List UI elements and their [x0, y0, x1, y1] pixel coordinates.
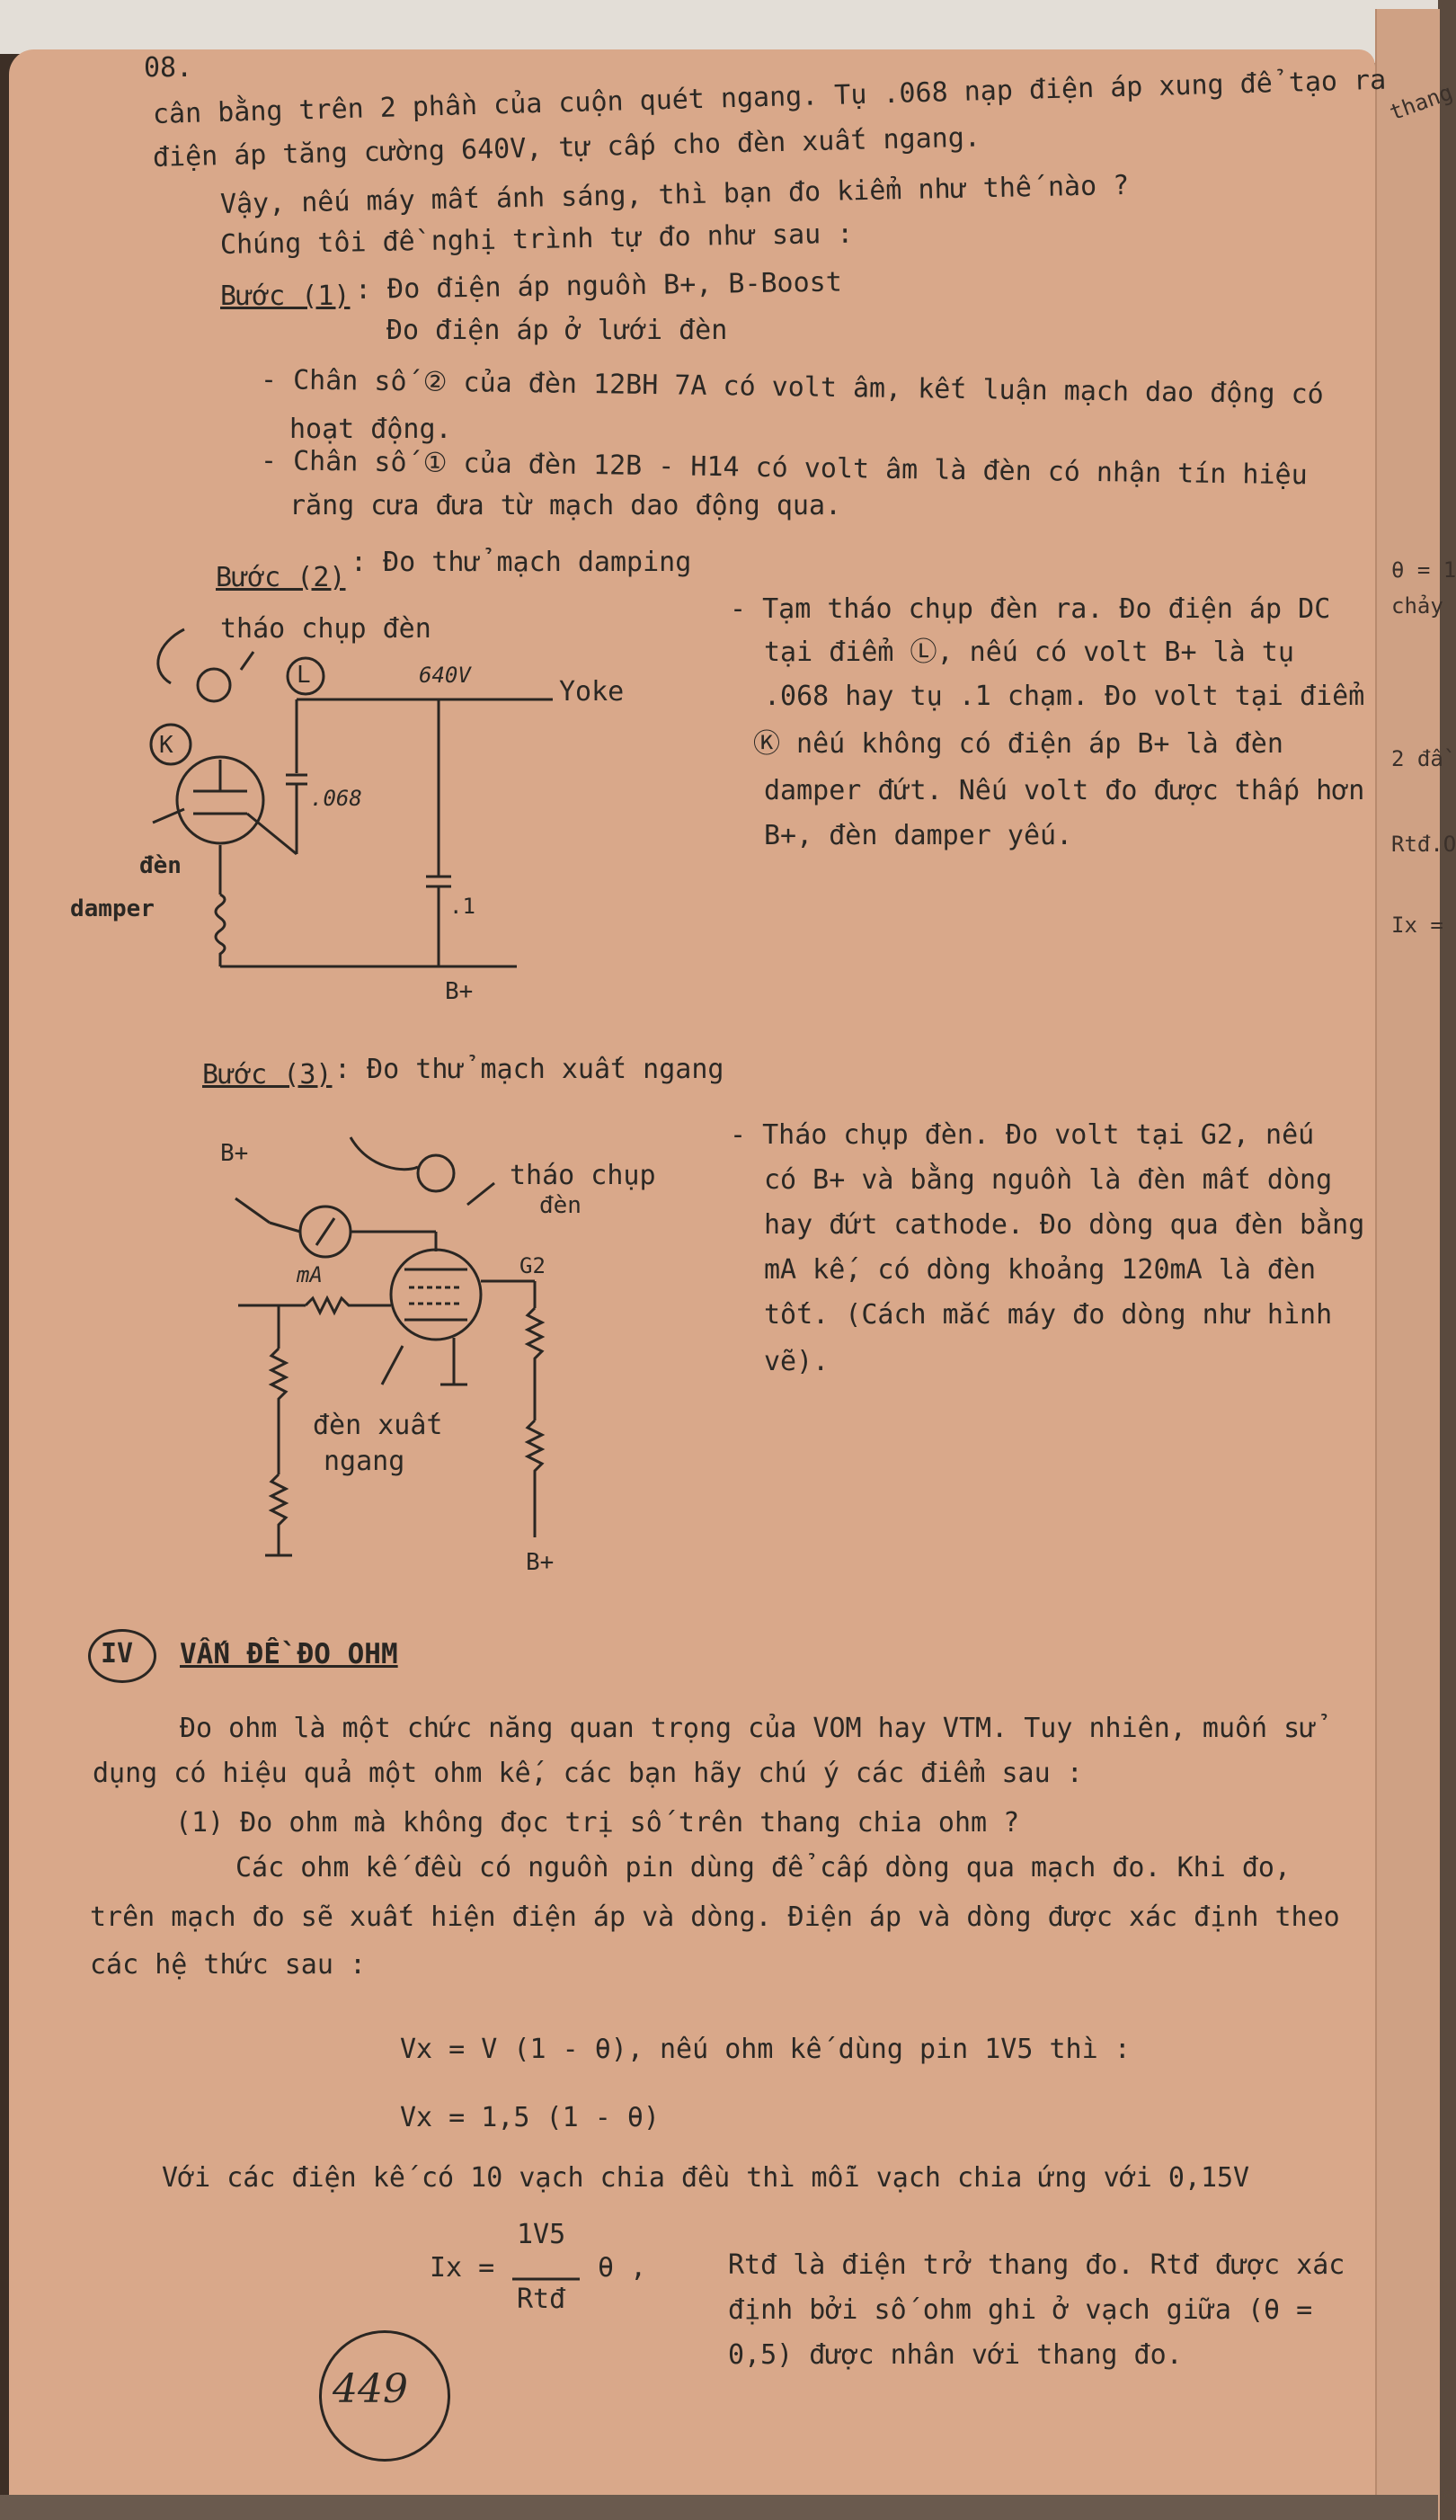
page-stamp-number: 449	[333, 2366, 408, 2412]
diagram2-label: L	[297, 662, 311, 689]
step3-text: tốt. (Cách mắc máy đo dòng như hình	[764, 1299, 1333, 1331]
section-paragraph: trên mạch đo sẽ xuất hiện điện áp và dòn…	[90, 1901, 1340, 1933]
step3-text: mA kế, có dòng khoảng 120mA là đèn	[764, 1254, 1317, 1286]
point-l-circle	[286, 656, 325, 696]
step3-text: - Tháo chụp đèn. Đo volt tại G2, nếu	[730, 1119, 1315, 1151]
step1-line: răng cưa đưa từ mạch dao động qua.	[289, 490, 842, 521]
step2-text: B+, đèn damper yếu.	[764, 820, 1073, 851]
page-number: 08.	[144, 52, 193, 84]
cap-arc-3	[349, 1136, 419, 1171]
step3-text: có B+ và bằng nguồn là đèn mất dòng	[764, 1164, 1333, 1196]
horizontal-output-diagram	[235, 1136, 546, 1557]
diagram2-label: tháo chụp đèn	[220, 613, 431, 645]
strip-text: 2 đầ	[1391, 746, 1443, 771]
cap-circle-3	[416, 1153, 456, 1193]
section-title: VẤN ĐỀ ĐO OHM	[180, 1638, 398, 1670]
diagram3-label: G2	[519, 1253, 546, 1278]
step2-text: damper đứt. Nếu volt đo được thấp hơn	[764, 775, 1365, 806]
diagram3-label: ngang	[324, 1446, 405, 1477]
section-paragraph: dụng có hiệu quả một ohm kế, các bạn hãy…	[93, 1758, 1083, 1789]
step3-label: Bước (3)	[202, 1059, 333, 1091]
strip-text: Ix =	[1391, 913, 1443, 938]
step3-text: hay đứt cathode. Đo dòng qua đèn bằng	[764, 1209, 1365, 1241]
step3-title: : Đo thử mạch xuất ngang	[334, 1054, 724, 1085]
formula-ix-denominator: Rtđ	[517, 2284, 566, 2315]
page-stamp-circle	[319, 2330, 450, 2462]
formula-ix-numerator: 1V5	[517, 2219, 566, 2250]
tube-pointer	[380, 1345, 404, 1385]
diagram3-label: mA	[297, 1262, 323, 1287]
diagram3-label: B+	[220, 1140, 249, 1167]
section-paragraph: Đo ohm là một chức năng quan trọng của V…	[180, 1713, 1317, 1744]
formula-ix-lhs: Ix =	[430, 2252, 495, 2284]
rtd-text: Rtđ là điện trở thang đo. Rtđ được xác	[728, 2249, 1345, 2281]
diagram2-label: damper	[70, 895, 155, 922]
diagram2-label: 640V	[419, 663, 471, 688]
next-page-edge	[1375, 9, 1440, 2520]
diagram2-label: K	[159, 732, 173, 759]
diagram3-label: đèn xuất	[313, 1410, 443, 1441]
diagram3-label: tháo chụp	[510, 1160, 656, 1191]
section-paragraph: các hệ thức sau :	[90, 1949, 367, 1981]
damper-coil	[214, 893, 226, 966]
step2-text: tại điểm Ⓛ, nếu có volt B+ là tụ	[764, 637, 1294, 668]
diagram3-label: B+	[526, 1549, 555, 1576]
section-number-circle	[88, 1629, 156, 1683]
rtd-text: định bởi số ohm ghi ở vạch giữa (θ =	[728, 2294, 1313, 2326]
step2-label: Bước (2)	[216, 562, 346, 593]
formula-vx: Vx = V (1 - θ), nếu ohm kế dùng pin 1V5 …	[400, 2034, 1131, 2065]
damper-pointer	[152, 807, 185, 824]
cap-arc	[156, 628, 185, 685]
step3-text: vẽ).	[764, 1346, 830, 1377]
diagram2-label: .068	[310, 786, 362, 811]
arrow-line	[239, 651, 255, 671]
step2-text: .068 hay tụ .1 chạm. Đo volt tại điểm	[764, 681, 1365, 712]
step2-title: : Đo thử mạch damping	[351, 547, 692, 578]
output-tube	[389, 1248, 483, 1341]
section-paragraph: Các ohm kế đều có nguồn pin dùng để cấp …	[235, 1852, 1291, 1883]
damping-diagram	[149, 628, 580, 2281]
diagram3-label: đèn	[539, 1192, 582, 1219]
step2-text: - Tạm tháo chụp đèn ra. Đo điện áp DC	[730, 593, 1331, 625]
section-number: IV	[101, 1638, 134, 1670]
step2-text: Ⓚ nếu không có điện áp B+ là đèn	[753, 728, 1283, 760]
cap-circle	[196, 667, 232, 703]
diagram2-label: đèn	[139, 852, 182, 879]
damper-tube	[175, 755, 265, 845]
table-surface	[0, 2495, 1438, 2520]
section-paragraph: Với các điện kế có 10 vạch chia đều thì …	[162, 2162, 1250, 2194]
paper-sheet	[9, 49, 1375, 2520]
formula-ix-theta: θ ,	[598, 2252, 647, 2284]
strip-text: θ = 1	[1391, 557, 1456, 583]
step1-label: Bước (1)	[220, 280, 351, 312]
diagram2-label: B+	[445, 978, 474, 1005]
point-k-circle	[149, 723, 192, 766]
diagram2-label: .1	[449, 894, 475, 919]
section-paragraph: (1) Đo ohm mà không đọc trị số trên than…	[175, 1807, 1020, 1839]
step1-line: Đo điện áp ở lưới đèn	[386, 315, 728, 346]
strip-text: Rtđ.O	[1391, 832, 1456, 857]
formula-vx-numeric: Vx = 1,5 (1 - θ)	[400, 2102, 660, 2133]
rtd-text: 0,5) được nhân với thang đo.	[728, 2339, 1183, 2371]
strip-text: chảy	[1391, 593, 1443, 619]
step1-line: hoạt động.	[289, 414, 452, 445]
diagram2-label: Yoke	[559, 676, 625, 708]
